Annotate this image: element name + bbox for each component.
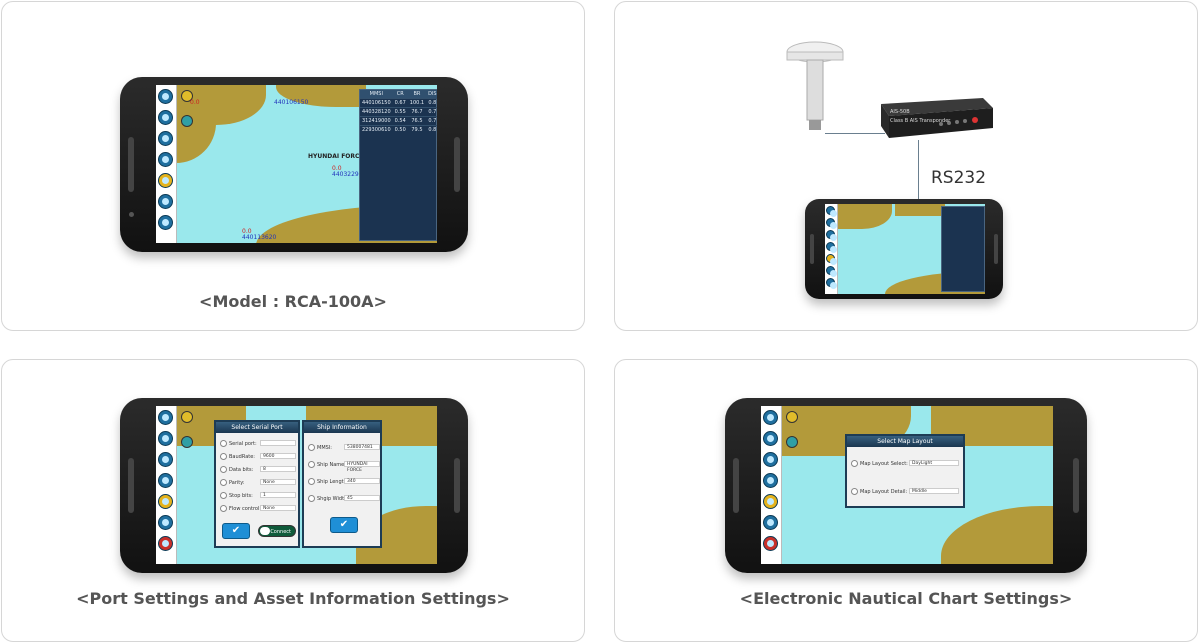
zoom-in-icon[interactable]: [181, 90, 193, 102]
caption-model: <Model : RCA-100A>: [199, 292, 387, 311]
save-button[interactable]: ✔: [330, 517, 358, 533]
chart-screen[interactable]: 440106150 0.0 HYUNDAI FORCE 440322910 0.…: [156, 85, 437, 243]
dialog-title: Ship Information: [304, 422, 380, 433]
stop-bits-select[interactable]: 1: [260, 492, 296, 498]
power-icon[interactable]: [158, 215, 173, 230]
map-label: 440106150: [274, 99, 309, 106]
radio-icon[interactable]: [308, 444, 315, 451]
radio-icon[interactable]: [851, 488, 858, 495]
antenna-icon: [786, 41, 844, 130]
ship-width-field[interactable]: 45: [344, 495, 380, 501]
vessel-label: HYUNDAI FORCE: [308, 153, 364, 160]
radio-icon[interactable]: [220, 466, 227, 473]
phone-small: [805, 199, 1003, 299]
radio-icon[interactable]: [220, 453, 227, 460]
card-port-settings: Select Serial Port Serial port: BaudRate…: [1, 359, 585, 642]
card-chart-settings: Select Map Layout Map Layout Select: Day…: [614, 359, 1198, 642]
map-label: 0.0: [190, 99, 200, 106]
device-model: AIS-50B: [890, 109, 910, 115]
radio-icon[interactable]: [308, 478, 315, 485]
map-label: 440322910: [332, 171, 367, 178]
serial-port-dialog: Select Serial Port Serial port: BaudRate…: [214, 420, 300, 548]
map-layout-select[interactable]: DayLight: [909, 460, 959, 466]
col-mmsi: MMSI: [360, 90, 393, 99]
ship-icon[interactable]: [158, 152, 173, 167]
map-layout-dialog: Select Map Layout Map Layout Select: Day…: [845, 434, 965, 508]
radio-icon[interactable]: [220, 492, 227, 499]
dialog-title: Select Serial Port: [216, 422, 298, 433]
connect-toggle[interactable]: Connect: [258, 525, 296, 537]
flow-control-select[interactable]: None: [260, 505, 296, 511]
confirm-button[interactable]: ✔: [222, 523, 250, 539]
ship-info-dialog: Ship Information MMSI: 538007481 Ship Na…: [302, 420, 382, 548]
ship-name-field[interactable]: HYUNDAI FORCE: [344, 461, 380, 473]
col-cr: CR: [392, 90, 408, 99]
map-label: 440113620: [242, 234, 277, 241]
baudrate-select[interactable]: 9600: [260, 453, 296, 459]
zoom-out-icon[interactable]: [181, 115, 193, 127]
location-icon[interactable]: [158, 194, 173, 209]
caption-port-settings: <Port Settings and Asset Information Set…: [76, 589, 510, 608]
data-bits-select[interactable]: 8: [260, 466, 296, 472]
radio-icon[interactable]: [851, 460, 858, 467]
radio-icon[interactable]: [220, 479, 227, 486]
card-model: 440106150 0.0 HYUNDAI FORCE 440322910 0.…: [1, 1, 585, 331]
chart-screen-small[interactable]: [825, 204, 985, 294]
phone-port: Select Serial Port Serial port: BaudRate…: [120, 398, 468, 573]
col-br: BR: [407, 90, 427, 99]
tool-sidebar: [156, 85, 177, 243]
radio-icon[interactable]: [308, 461, 315, 468]
gps-icon[interactable]: [158, 89, 173, 104]
radio-icon[interactable]: [308, 495, 315, 502]
map-label: 0.0: [242, 228, 252, 235]
ais-transponder-device: [881, 98, 993, 138]
person-icon[interactable]: [158, 110, 173, 125]
serial-port-select[interactable]: [260, 440, 296, 446]
map-label: 0.0: [332, 165, 342, 172]
ship-length-field[interactable]: 340: [344, 478, 380, 484]
card-connection: AIS-50B Class B AIS Transponder RS232: [614, 1, 1198, 331]
compass-icon[interactable]: [158, 131, 173, 146]
mmsi-field[interactable]: 538007481: [344, 444, 380, 450]
connection-label: RS232: [931, 168, 987, 188]
radio-icon[interactable]: [220, 505, 227, 512]
map-detail-select[interactable]: Middle: [909, 488, 959, 494]
parity-select[interactable]: None: [260, 479, 296, 485]
caption-chart-settings: <Electronic Nautical Chart Settings>: [739, 589, 1073, 608]
dialog-title: Select Map Layout: [847, 436, 963, 447]
col-dis: DIS: [426, 90, 437, 99]
phone-model: 440106150 0.0 HYUNDAI FORCE 440322910 0.…: [120, 77, 468, 252]
radio-icon[interactable]: [220, 440, 227, 447]
phone-chart: Select Map Layout Map Layout Select: Day…: [725, 398, 1087, 573]
device-name: Class B AIS Transponder: [890, 118, 951, 124]
settings-icon[interactable]: [158, 173, 173, 188]
